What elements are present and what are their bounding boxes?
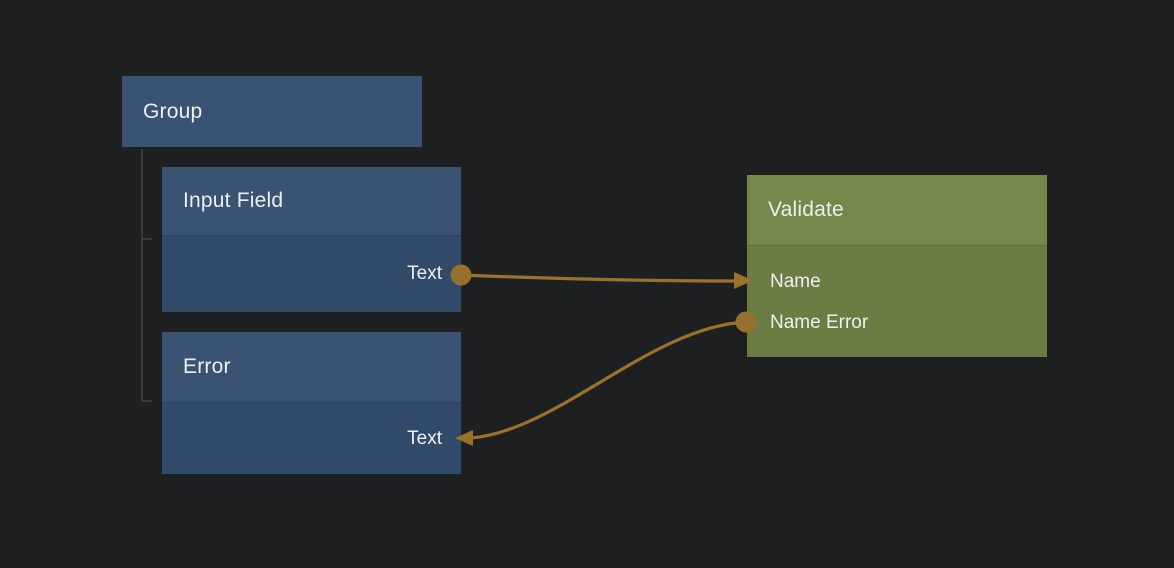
port-row-input-field-text[interactable]: Text <box>162 236 461 312</box>
node-error-title: Error <box>162 332 461 402</box>
node-validate-title: Validate <box>747 175 1047 245</box>
node-group-title: Group <box>122 76 422 147</box>
port-row-validate-name-error[interactable]: Name Error <box>747 302 1047 343</box>
node-validate[interactable]: Validate Name Name Error <box>747 175 1047 357</box>
port-label-input-field-text: Text <box>407 263 442 284</box>
port-label-error-text: Text <box>407 427 442 449</box>
connection-inputfield-text-to-validate-name[interactable] <box>460 273 738 283</box>
port-row-error-text[interactable]: Text <box>162 403 461 474</box>
connection-validate-nameerror-to-error-text[interactable] <box>470 320 747 440</box>
hierarchy-connector-line <box>141 149 152 402</box>
node-input-field[interactable]: Input Field Text <box>162 167 461 312</box>
port-label-validate-name: Name <box>770 270 821 292</box>
node-error[interactable]: Error Text <box>162 332 461 474</box>
port-label-validate-name-error: Name Error <box>770 311 869 333</box>
node-input-field-title: Input Field <box>162 167 461 235</box>
port-row-validate-name[interactable]: Name <box>747 261 1047 302</box>
node-group[interactable]: Group <box>122 76 422 147</box>
